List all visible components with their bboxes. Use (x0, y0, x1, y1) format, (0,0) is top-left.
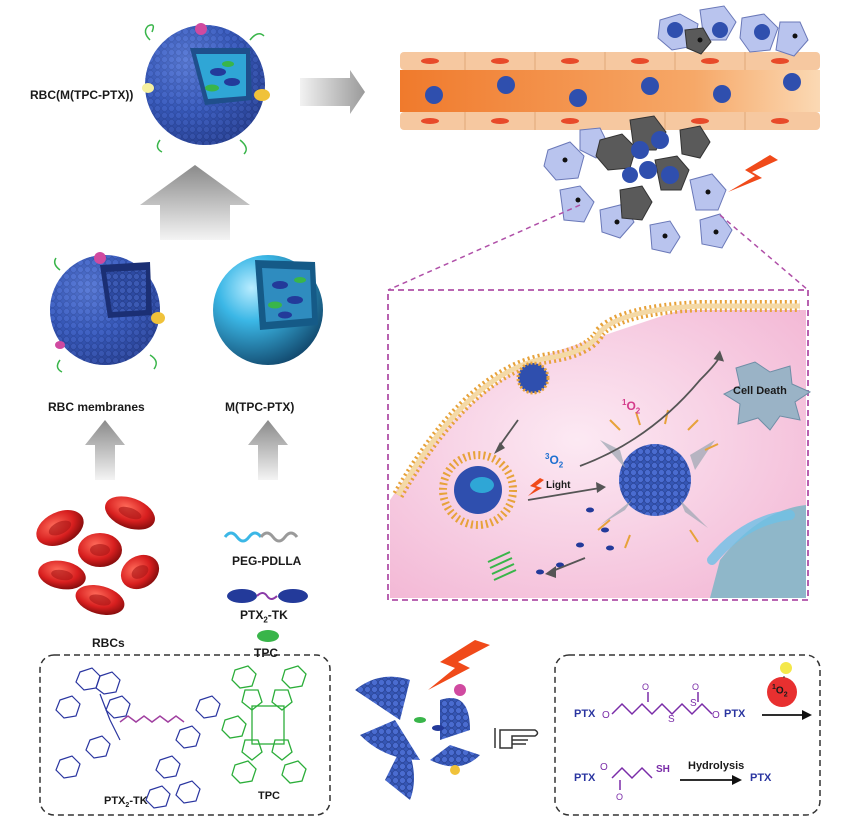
label-cell-death: Cell Death (733, 385, 787, 397)
label-rbc-nanoparticle: RBC(M(TPC-PTX)) (30, 88, 134, 102)
peg-pdlla-chain (223, 531, 299, 543)
arrow-up-micelle (248, 420, 288, 480)
eq1-ester-o-right: O (712, 710, 720, 721)
label-rbc-membranes: RBC membranes (48, 400, 145, 414)
disassembled-nanoparticle (355, 676, 480, 800)
eq1-ester-o: O (602, 710, 610, 721)
ptx2-tk-structure (55, 667, 221, 809)
eq1-sulfur-2: S (690, 698, 697, 709)
circulating-nanoparticles (425, 73, 801, 107)
arrow-right-top (300, 70, 365, 114)
lightning-icon (728, 155, 778, 192)
pointing-hand-icon (494, 728, 539, 749)
lightning-icon-bottom (428, 640, 490, 690)
label-light: Light (546, 480, 571, 491)
tumor-cells (543, 5, 809, 254)
label-rbcs: RBCs (92, 636, 125, 650)
rbc-nanoparticle-top (142, 23, 270, 155)
thioketal-linker (119, 715, 185, 723)
thioketal-skeleton (611, 702, 713, 716)
arrow-up-rbc (85, 420, 125, 480)
tpc-molecule (257, 630, 279, 642)
eq2-product-ptx: PTX (750, 772, 772, 784)
label-singlet-oxygen: 1O2 (622, 398, 641, 416)
singlet-oxygen-ball (767, 677, 797, 707)
label-micelle: M(TPC-PTX) (225, 400, 295, 414)
eq1-left-ptx: PTX (574, 708, 596, 720)
label-ptx2-tk: PTX2-TK (240, 608, 288, 625)
eq1-carbonyl-o-left: O (642, 682, 650, 692)
eq1-carbonyl-o-right: O (692, 682, 700, 692)
cell-death-star (722, 361, 812, 431)
label-tpc: TPC (254, 646, 278, 660)
chemical-structures-panel (39, 654, 331, 816)
chemistry-panel (554, 654, 821, 816)
label-ros: 1O2 (772, 684, 788, 699)
eq2-left-ptx: PTX (574, 772, 596, 784)
eq2-ester-o: O (600, 762, 608, 773)
eq1-sulfur-1: S (668, 714, 675, 725)
eq2-thiol: SH (656, 764, 670, 775)
ptx2-tk-molecule (227, 589, 308, 603)
rbc-membrane-sphere (50, 252, 165, 373)
tpc-structure (221, 665, 307, 784)
blood-vessel (400, 52, 820, 130)
eq1-right-ptx: PTX (724, 708, 746, 720)
label-tpc-structure: TPC (258, 790, 280, 802)
arrow-up-large (140, 165, 250, 240)
label-peg-pdlla: PEG-PDLLA (232, 554, 302, 568)
label-triplet-oxygen: 3O2 (545, 452, 564, 470)
label-ptx2-tk-structure: PTX2-TK (104, 795, 148, 810)
eq2-carbonyl-o: O (616, 792, 624, 802)
label-hydrolysis: Hydrolysis (688, 760, 745, 772)
cellular-zoom-panel (387, 289, 812, 601)
micelle-sphere (213, 255, 323, 365)
light-bolt-icon (528, 478, 544, 496)
red-blood-cells (36, 496, 160, 615)
